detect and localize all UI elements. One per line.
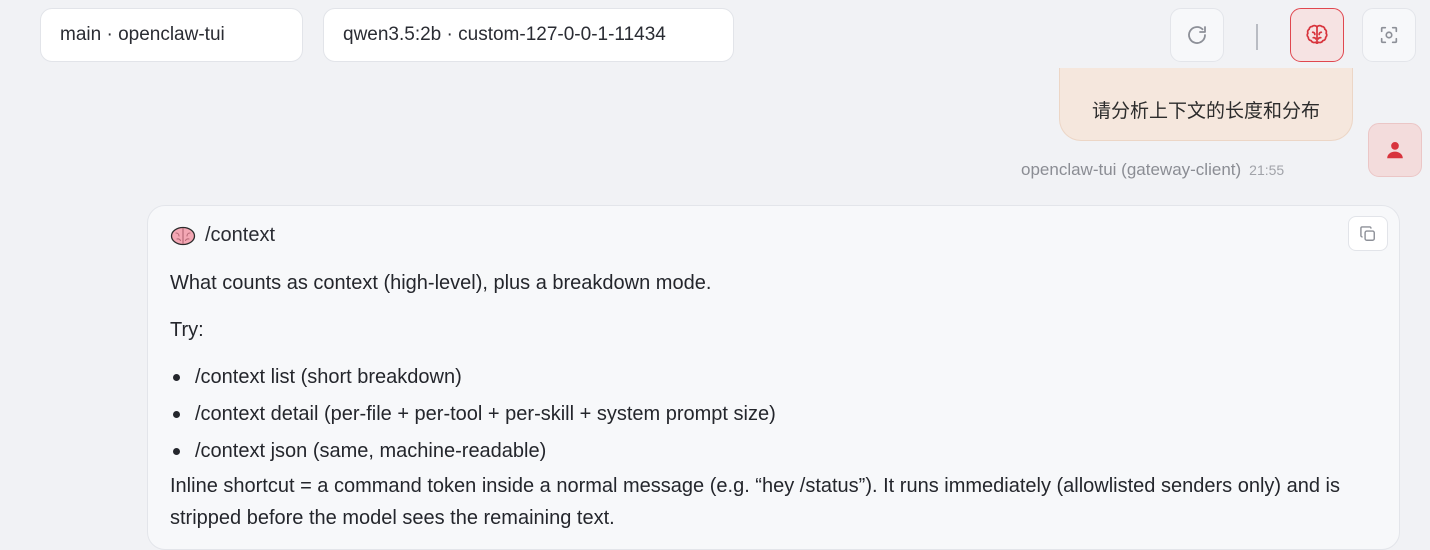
- refresh-icon: [1188, 26, 1206, 44]
- refresh-button[interactable]: [1170, 8, 1224, 62]
- assistant-message-card: /context What counts as context (high-le…: [147, 205, 1400, 550]
- message-title-text: /context: [205, 224, 276, 246]
- brain-emoji-icon: [170, 226, 196, 245]
- focus-mode-button[interactable]: [1362, 8, 1416, 62]
- user-message-text: 请分析上下文的长度和分布: [1091, 100, 1320, 122]
- list-item: /context json (same, machine-readable): [170, 440, 546, 463]
- bullet-dot: [173, 411, 180, 418]
- list-item: /context list (short breakdown): [170, 366, 462, 389]
- user-icon: [1387, 142, 1403, 159]
- inline-shortcut-note: Inline shortcut = a command token inside…: [170, 475, 1340, 529]
- copy-icon: [1360, 225, 1375, 241]
- session-selector[interactable]: main · openclaw-tui: [40, 8, 303, 62]
- model-selector[interactable]: qwen3.5:2b · custom-127-0-0-1-11434: [323, 8, 734, 62]
- thinking-toggle-button[interactable]: [1290, 8, 1344, 62]
- user-avatar: [1368, 123, 1422, 177]
- message-time: 21:55: [1249, 162, 1285, 178]
- focus-icon: [1380, 26, 1398, 44]
- bullet-dot: [173, 448, 180, 455]
- copy-button[interactable]: [1348, 216, 1388, 251]
- list-item-text: /context json (same, machine-readable): [195, 440, 547, 462]
- try-label: Try:: [170, 319, 204, 341]
- list-item: /context detail (per-file + per-tool + p…: [170, 403, 776, 426]
- bullet-dot: [173, 374, 180, 381]
- model-label: qwen3.5:2b · custom-127-0-0-1-11434: [343, 24, 666, 45]
- list-item-text: /context list (short breakdown): [195, 366, 462, 388]
- list-item-text: /context detail (per-file + per-tool + p…: [195, 403, 776, 425]
- user-message-meta: openclaw-tui (gateway-client) 21:55: [1021, 160, 1284, 180]
- toolbar-divider: [1256, 24, 1258, 50]
- sender-name: openclaw-tui (gateway-client): [1021, 160, 1242, 179]
- user-message-bubble: 请分析上下文的长度和分布: [1059, 68, 1353, 141]
- brain-icon: [1306, 24, 1328, 44]
- intro-text: What counts as context (high-level), plu…: [170, 272, 712, 294]
- message-title: /context: [170, 224, 275, 247]
- session-label: main · openclaw-tui: [60, 24, 225, 45]
